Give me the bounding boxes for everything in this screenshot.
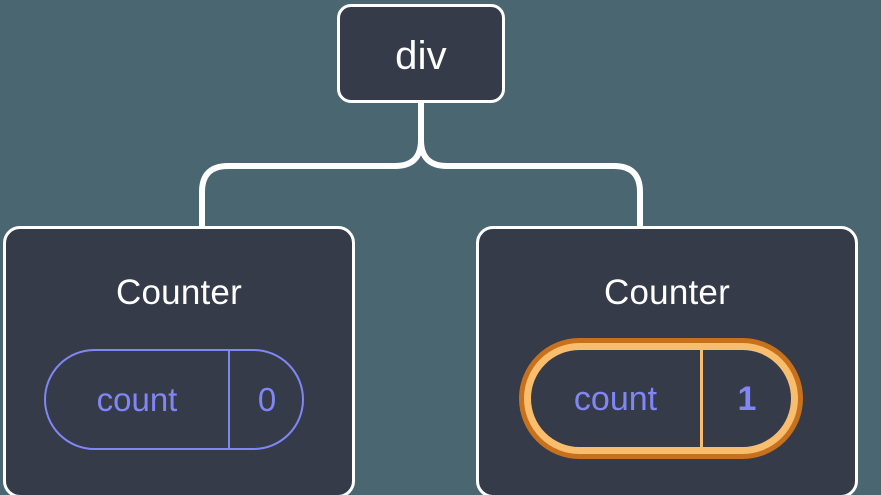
node-counter-right[interactable]: Counter count 1 — [476, 226, 858, 495]
node-div-label: div — [395, 34, 447, 78]
connector-branch-left — [199, 137, 424, 230]
node-counter-left-title: Counter — [116, 273, 242, 312]
state-value-label: 1 — [700, 350, 791, 447]
node-counter-right-title: Counter — [604, 273, 730, 312]
connector-branch-right — [418, 137, 643, 230]
state-pill-count-right-highlighted[interactable]: count 1 — [519, 338, 803, 459]
state-value-label: 0 — [228, 351, 304, 448]
highlight-ring-inner: count 1 — [524, 343, 798, 454]
highlight-ring-outer — [519, 338, 803, 459]
state-pill-count-left[interactable]: count 0 — [44, 349, 304, 450]
node-counter-left[interactable]: Counter count 0 — [3, 226, 355, 495]
state-key-label: count — [96, 381, 178, 418]
node-div[interactable]: div — [337, 4, 505, 103]
state-key-label: count — [573, 379, 658, 418]
